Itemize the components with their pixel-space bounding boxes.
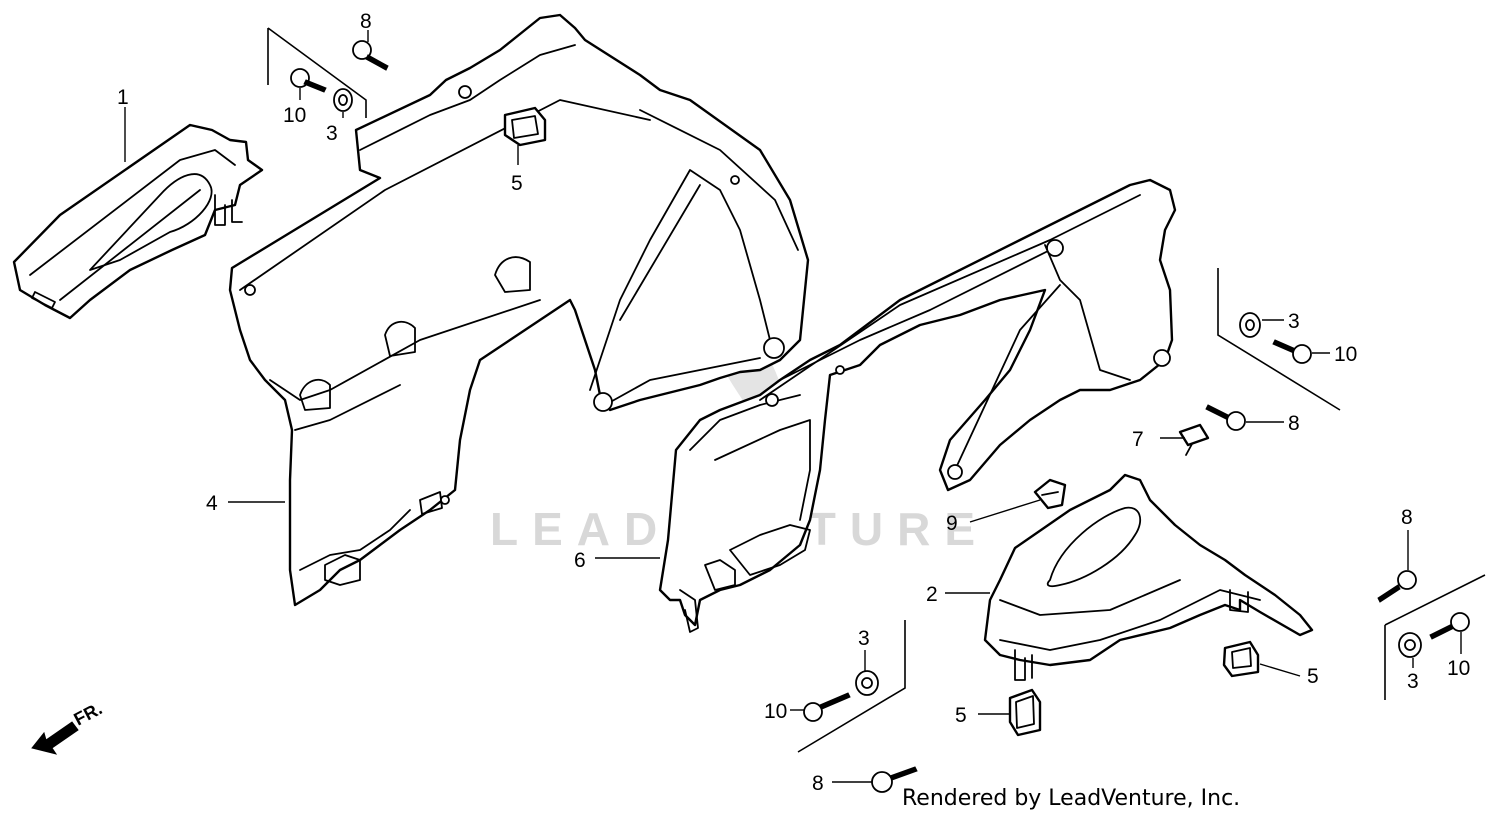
callout-4: 4 (206, 492, 218, 515)
callout-10-top: 10 (283, 104, 306, 127)
part-3-washer-right[interactable] (1239, 312, 1261, 338)
front-label: FR. (70, 698, 105, 729)
callout-1: 1 (117, 86, 129, 109)
leader-lines (124, 30, 1462, 783)
front-arrow-icon (31, 721, 79, 755)
part-1-side-cover[interactable] (12, 123, 264, 320)
callout-3-bottom: 3 (858, 627, 870, 650)
part-3-washer-bottom-right[interactable] (1398, 632, 1422, 658)
callout-7: 7 (1132, 428, 1144, 451)
callout-8-bottom-right: 8 (1401, 506, 1413, 529)
front-direction-indicator: FR. (31, 698, 105, 755)
callout-5-top: 5 (511, 172, 523, 195)
part-7-screw[interactable] (1178, 423, 1210, 456)
part-8-bolt-right[interactable] (1205, 404, 1246, 431)
callout-2: 2 (926, 583, 938, 606)
callout-8-top: 8 (360, 10, 372, 33)
part-10-bolt-right[interactable] (1272, 339, 1312, 364)
callout-5-bottom: 5 (955, 704, 967, 727)
hardware-bottom-right-group (1377, 570, 1486, 700)
credit-text: Rendered by LeadVenture, Inc. (902, 786, 1240, 811)
part-6-frame-cover[interactable] (658, 178, 1177, 633)
part-5-clip-mid[interactable] (1222, 640, 1260, 678)
part-8-bolt-bottom-right[interactable] (1377, 570, 1417, 603)
part-8-bolt-bottom[interactable] (871, 766, 918, 793)
part-3-washer-bottom[interactable] (855, 670, 879, 696)
hardware-right-group (1205, 268, 1341, 431)
callout-10-bottom: 10 (764, 700, 787, 723)
hardware-top-group (267, 27, 389, 118)
part-5-clip-bottom[interactable] (1008, 688, 1042, 737)
callout-5-mid: 5 (1307, 665, 1319, 688)
part-10-bolt-bottom-right[interactable] (1429, 612, 1470, 640)
callout-3-top: 3 (326, 122, 338, 145)
callout-3-right: 3 (1288, 310, 1300, 333)
callout-9: 9 (946, 512, 958, 535)
callout-6: 6 (574, 549, 586, 572)
part-10-bolt-top[interactable] (290, 68, 327, 93)
part-3-washer-top[interactable] (333, 88, 353, 112)
callout-8-right: 8 (1288, 412, 1300, 435)
part-10-bolt-bottom[interactable] (803, 692, 851, 722)
hardware-bottom-center-group (797, 620, 918, 793)
part-9-rubber-pad[interactable] (1033, 478, 1067, 510)
callout-labels: 1 4 6 2 7 9 5 5 5 8 10 3 3 10 8 8 3 10 3… (117, 10, 1470, 795)
callout-3-bottom-right: 3 (1407, 670, 1419, 693)
callout-10-bottom-right: 10 (1447, 657, 1470, 680)
callout-10-right: 10 (1334, 343, 1357, 366)
callout-8-bottom: 8 (812, 772, 824, 795)
part-4-rear-panel[interactable] (228, 13, 810, 607)
part-2-side-cover[interactable] (983, 473, 1314, 681)
part-5-clip-top[interactable] (503, 106, 547, 147)
part-8-bolt-top[interactable] (352, 40, 389, 71)
